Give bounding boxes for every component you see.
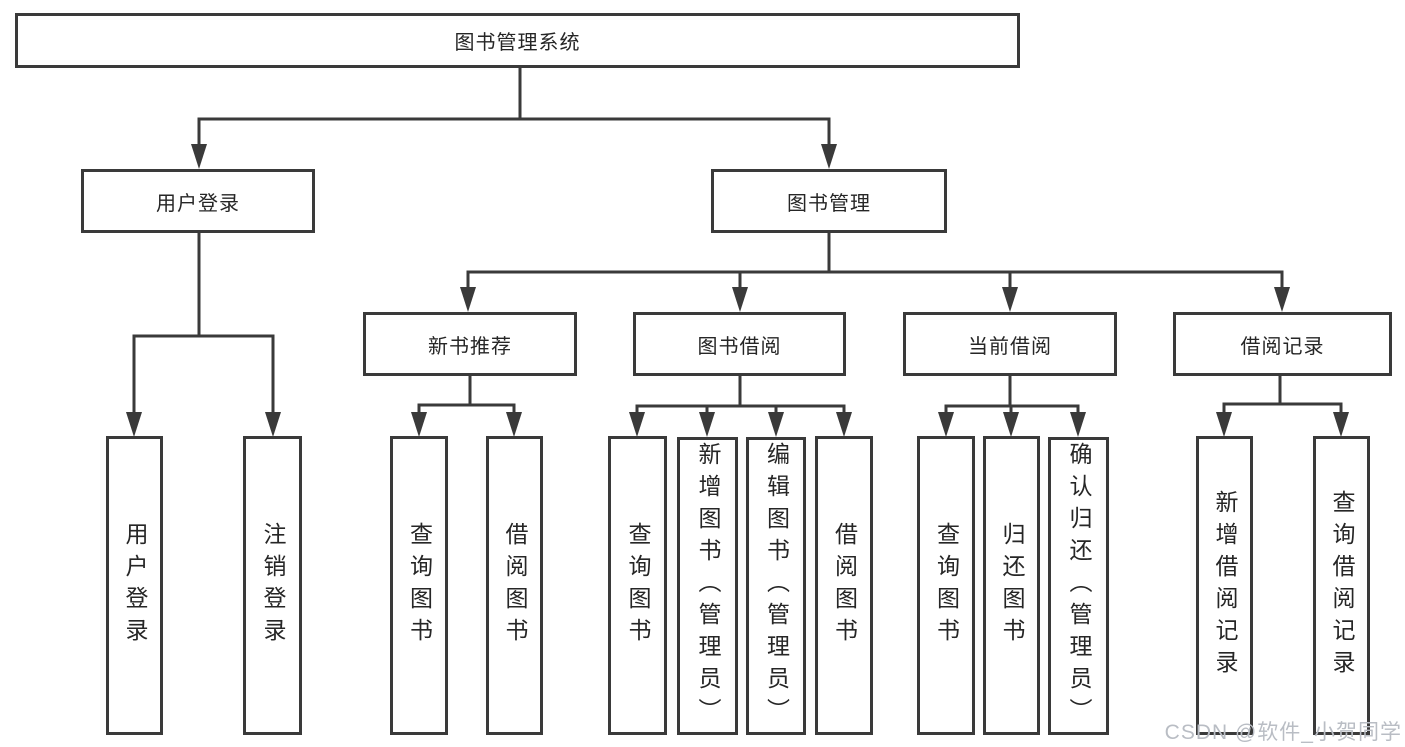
leaf-add-borrow-record: 新增借阅记录 (1196, 436, 1253, 735)
leaf-borrow-books-recommend: 借阅图书 (486, 436, 543, 735)
leaf-query-books-current: 查询图书 (917, 436, 975, 735)
leaf-add-books-admin: 新增图书（管理员） (677, 437, 738, 735)
connector-root-to-level2 (191, 66, 837, 169)
arrowhead (768, 412, 784, 437)
connector-book-borrow-children (629, 374, 852, 437)
arrowhead (1274, 287, 1290, 312)
node-root-system: 图书管理系统 (15, 13, 1020, 68)
arrowhead (629, 412, 645, 437)
arrowhead (938, 412, 954, 437)
arrowhead (1070, 412, 1086, 437)
node-borrowing-records: 借阅记录 (1173, 312, 1392, 376)
node-book-management: 图书管理 (711, 169, 947, 233)
node-current-borrowing: 当前借阅 (903, 312, 1117, 376)
connector-borrow-record-children (1216, 374, 1349, 437)
arrowhead (1003, 412, 1019, 437)
arrowhead (732, 287, 748, 312)
arrowhead (265, 412, 281, 437)
arrowhead (1216, 412, 1232, 437)
arrowhead (836, 412, 852, 437)
connector-new-book-children (411, 374, 522, 437)
leaf-confirm-return-admin: 确认归还（管理员） (1048, 437, 1109, 735)
leaf-query-books-borrow: 查询图书 (608, 436, 667, 735)
arrowhead (411, 412, 427, 437)
arrowhead (126, 412, 142, 437)
connector-book-mgmt-to-level3 (460, 231, 1290, 312)
node-new-book-recommend: 新书推荐 (363, 312, 577, 376)
connector-current-borrow-children (938, 374, 1086, 437)
arrowhead (191, 144, 207, 169)
arrowhead (1002, 287, 1018, 312)
arrowhead (460, 287, 476, 312)
arrowhead (1333, 412, 1349, 437)
node-book-borrowing: 图书借阅 (633, 312, 846, 376)
connector-user-login-children (126, 231, 281, 437)
leaf-borrow-books: 借阅图书 (815, 436, 873, 735)
leaf-logout: 注销登录 (243, 436, 302, 735)
node-user-login: 用户登录 (81, 169, 315, 233)
leaf-user-login: 用户登录 (106, 436, 163, 735)
arrowhead (506, 412, 522, 437)
arrowhead (699, 412, 715, 437)
leaf-return-books: 归还图书 (983, 436, 1040, 735)
leaf-query-books-recommend: 查询图书 (390, 436, 448, 735)
leaf-edit-books-admin: 编辑图书（管理员） (746, 437, 806, 735)
arrowhead (821, 144, 837, 169)
csdn-watermark: CSDN @软件_小贺同学 (1164, 721, 1402, 744)
leaf-query-borrow-record: 查询借阅记录 (1313, 436, 1370, 735)
